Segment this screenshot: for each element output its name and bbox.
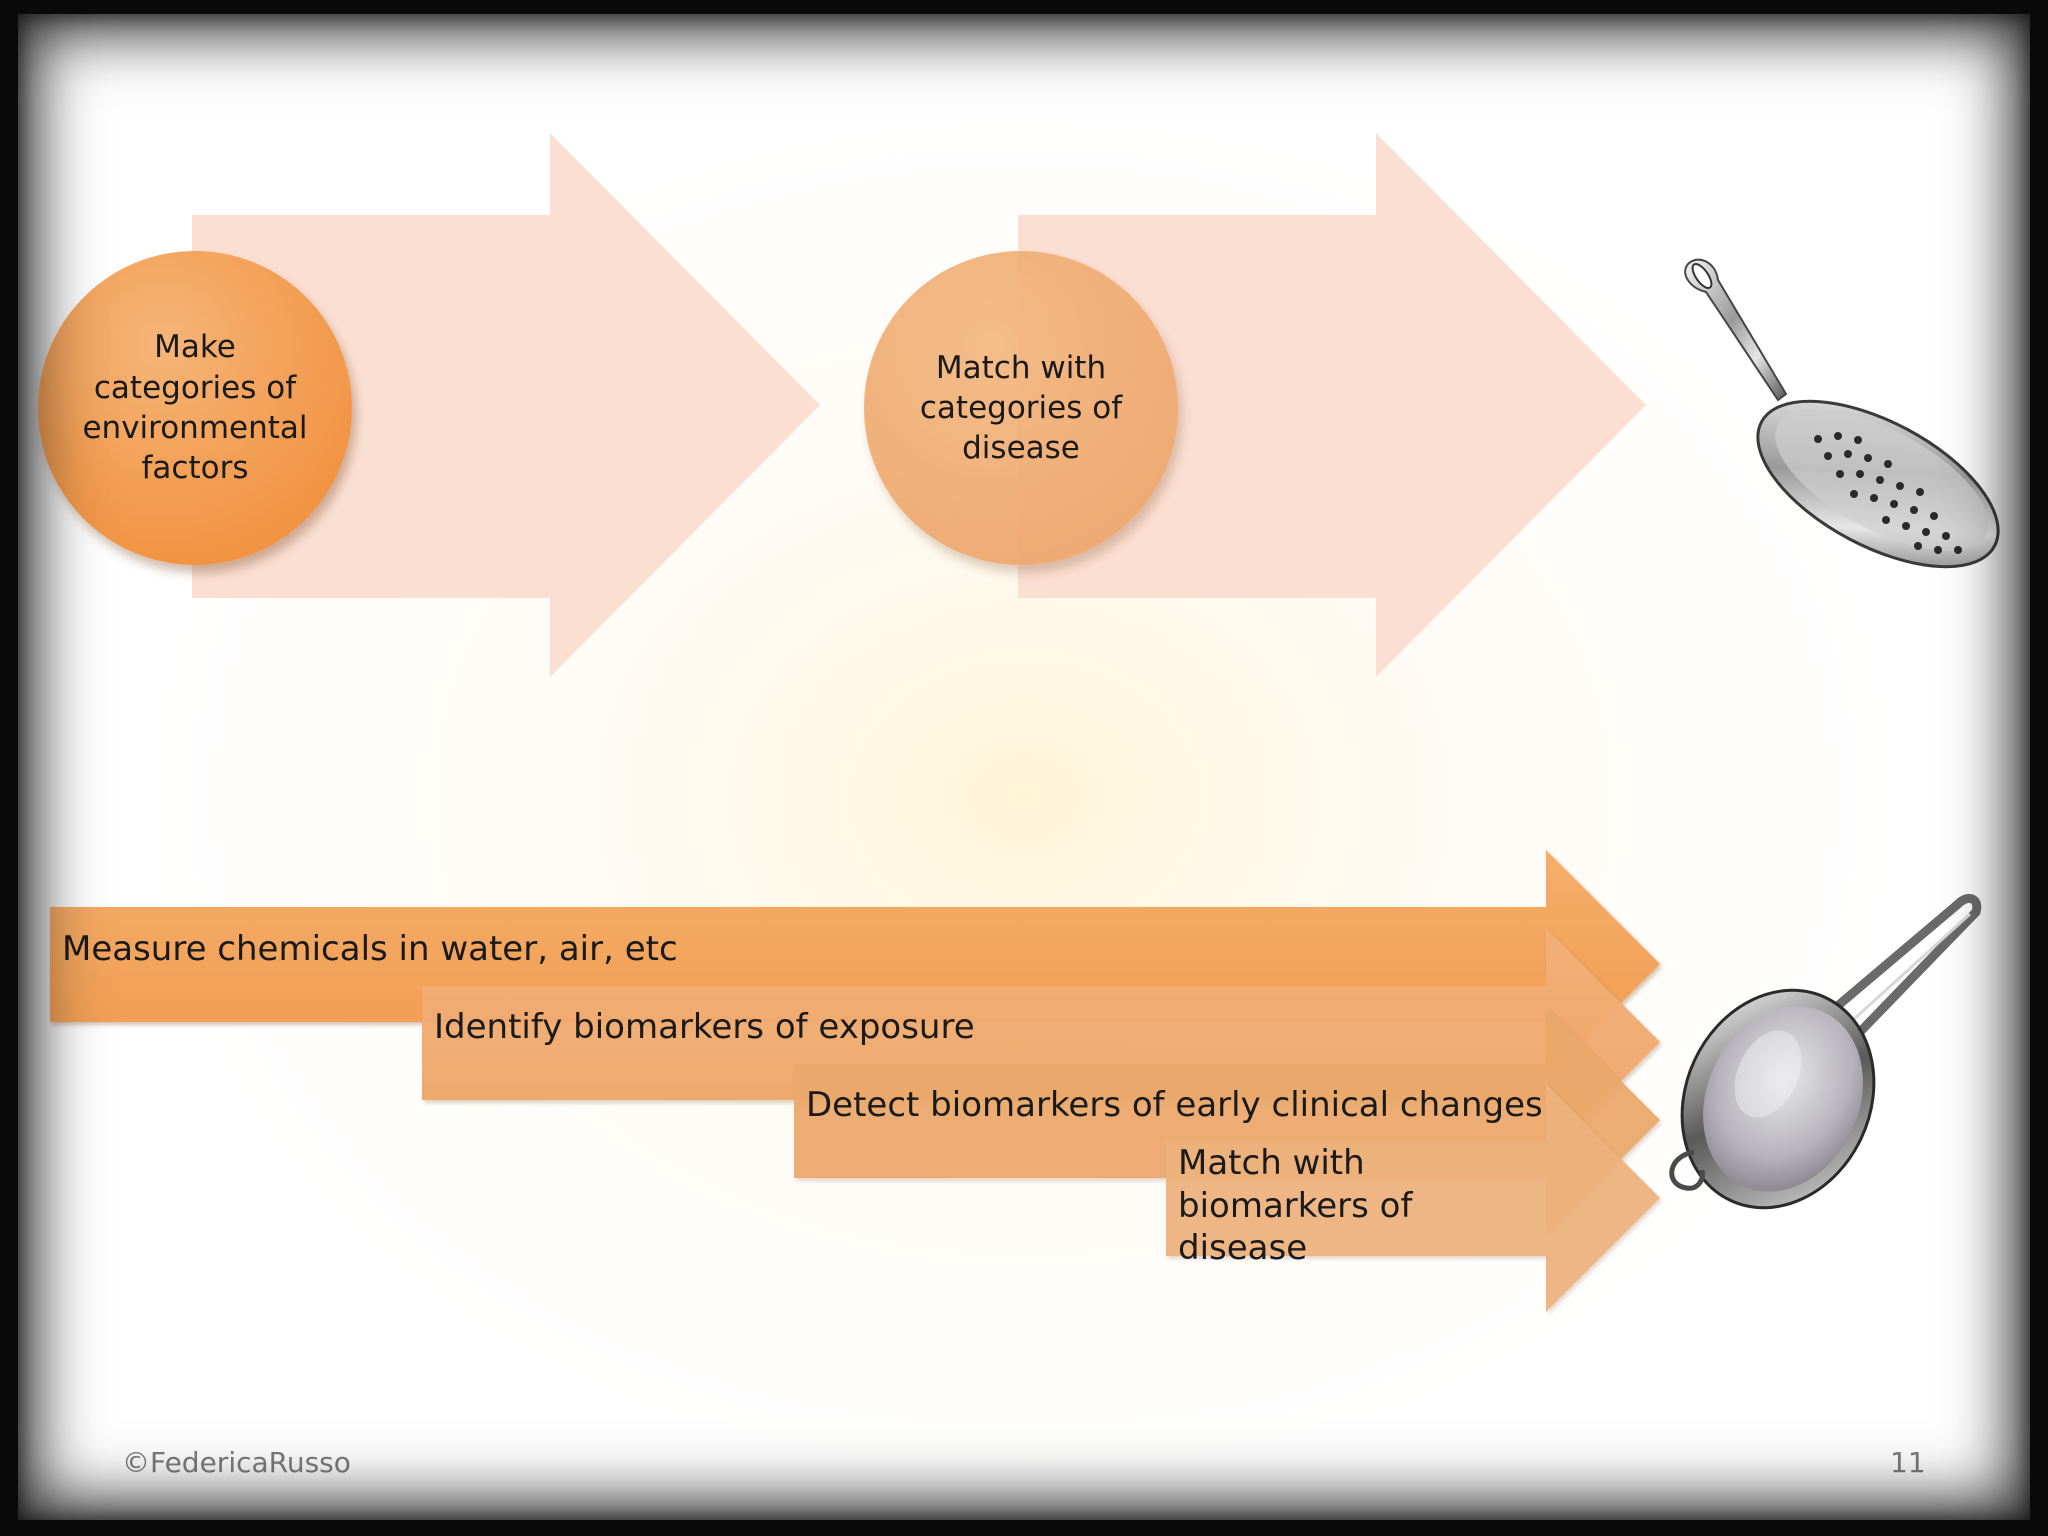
skimmer-spoon-icon [1684,258,2000,569]
arrow-stack [50,850,1660,1312]
copyright-text: ©FedericaRusso [122,1446,351,1479]
fine-mesh-strainer-icon [1669,894,1982,1210]
arrow-1-shape [192,133,820,677]
step-circle-label: Match with categories of disease [919,349,1123,467]
bar-label-biomarkers-disease: Match with biomarkers of disease [1178,1143,1413,1268]
slide: Make categories of environmental factors… [18,14,2030,1520]
bar-arrow-4 [1166,1084,1660,1312]
step-circle-disease-categories: Match with categories of disease [864,251,1178,565]
bar-label-biomarkers-exposure: Identify biomarkers of exposure [434,1007,975,1047]
bar-label-early-clinical-changes: Detect biomarkers of early clinical chan… [806,1085,1543,1125]
page-number: 11 [1890,1446,1926,1479]
arrow-2-shape [1018,133,1646,677]
step-circle-environmental-factors: Make categories of environmental factors [38,251,352,565]
bar-label-measure-chemicals: Measure chemicals in water, air, etc [62,929,678,969]
step-circle-label: Make categories of environmental factors [82,329,308,487]
diagram-canvas [50,133,2000,1312]
